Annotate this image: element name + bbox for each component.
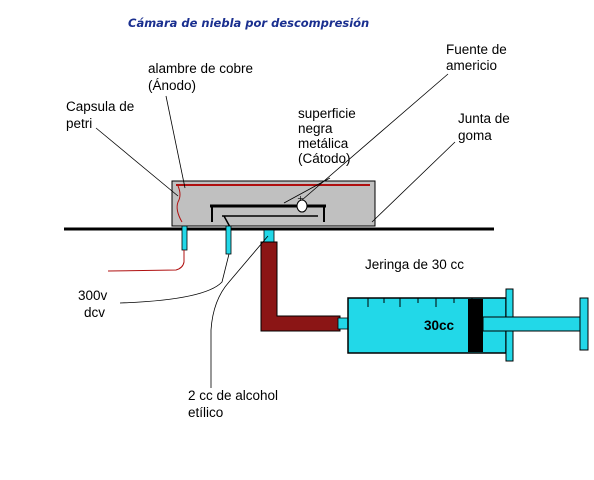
label-voltage: 300v dcv <box>78 288 111 320</box>
plunger-rod <box>482 316 584 332</box>
copper-wire-lead <box>107 250 185 272</box>
leader-cathode <box>283 177 331 204</box>
tube-connector <box>263 229 275 243</box>
leader-voltage <box>119 253 230 304</box>
plunger-stopper <box>468 299 483 352</box>
label-cathode: superficie negra metálica (Cátodo) <box>298 106 360 166</box>
leader-petri <box>95 127 179 197</box>
label-gasket: Junta de goma <box>458 111 514 143</box>
rubber-tube <box>260 241 341 332</box>
leader-copper-wire <box>165 95 186 189</box>
label-copper-wire: alambre de cobre (Ánodo) <box>148 61 257 93</box>
diagram-title: Cámara de niebla por descompresión <box>128 16 369 30</box>
cathode-wire <box>223 215 231 228</box>
plunger-thumb <box>579 297 589 351</box>
label-alcohol: 2 cc de alcohol etílico <box>188 388 282 420</box>
electrode-pin-right <box>225 225 232 255</box>
electrode-pin-left <box>181 225 188 251</box>
label-syringe-volume: 30cc <box>424 318 455 333</box>
copper-wire-inside <box>176 185 183 223</box>
label-syringe: Jeringa de 30 cc <box>365 257 464 272</box>
leader-americium <box>301 73 449 201</box>
leader-alcohol <box>210 235 269 388</box>
americium-symbol: + <box>297 194 304 203</box>
label-petri: Capsula de petri <box>66 99 138 131</box>
leader-gasket <box>371 141 456 223</box>
petri-dish <box>171 180 376 227</box>
leader-lines <box>95 73 456 388</box>
label-americium: Fuente de americio <box>446 42 511 73</box>
